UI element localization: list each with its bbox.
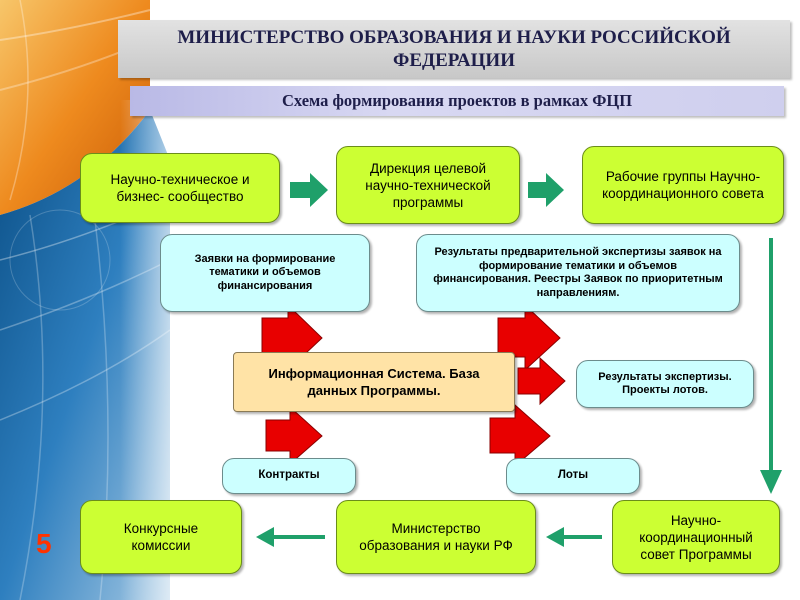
- commissions-box: Конкурсные комиссии: [80, 500, 242, 574]
- expert-results-box: Результаты экспертизы. Проекты лотов.: [576, 360, 754, 408]
- council-box: Научно-координационный совет Программы: [612, 500, 780, 574]
- page-title: МИНИСТЕРСТВО ОБРАЗОВАНИЯ И НАУКИ РОССИЙС…: [118, 20, 790, 78]
- lots-box: Лоты: [506, 458, 640, 494]
- applications-box: Заявки на формирование тематики и объемо…: [160, 234, 370, 312]
- community-box: Научно-техническое и бизнес- сообщество: [80, 153, 280, 223]
- info-system-box: Информационная Система. База данных Прог…: [233, 352, 515, 412]
- working-groups-box: Рабочие группы Научно-координационного с…: [582, 146, 784, 224]
- contracts-box: Контракты: [222, 458, 356, 494]
- directorate-box: Дирекция целевой научно-технической прог…: [336, 146, 520, 224]
- diagram-subtitle: Схема формирования проектов в рамках ФЦП: [130, 86, 784, 116]
- ministry-box: Министерство образования и науки РФ: [336, 500, 536, 574]
- page-number: 5: [36, 528, 52, 559]
- prelim-results-box: Результаты предварительной экспертизы за…: [416, 234, 740, 312]
